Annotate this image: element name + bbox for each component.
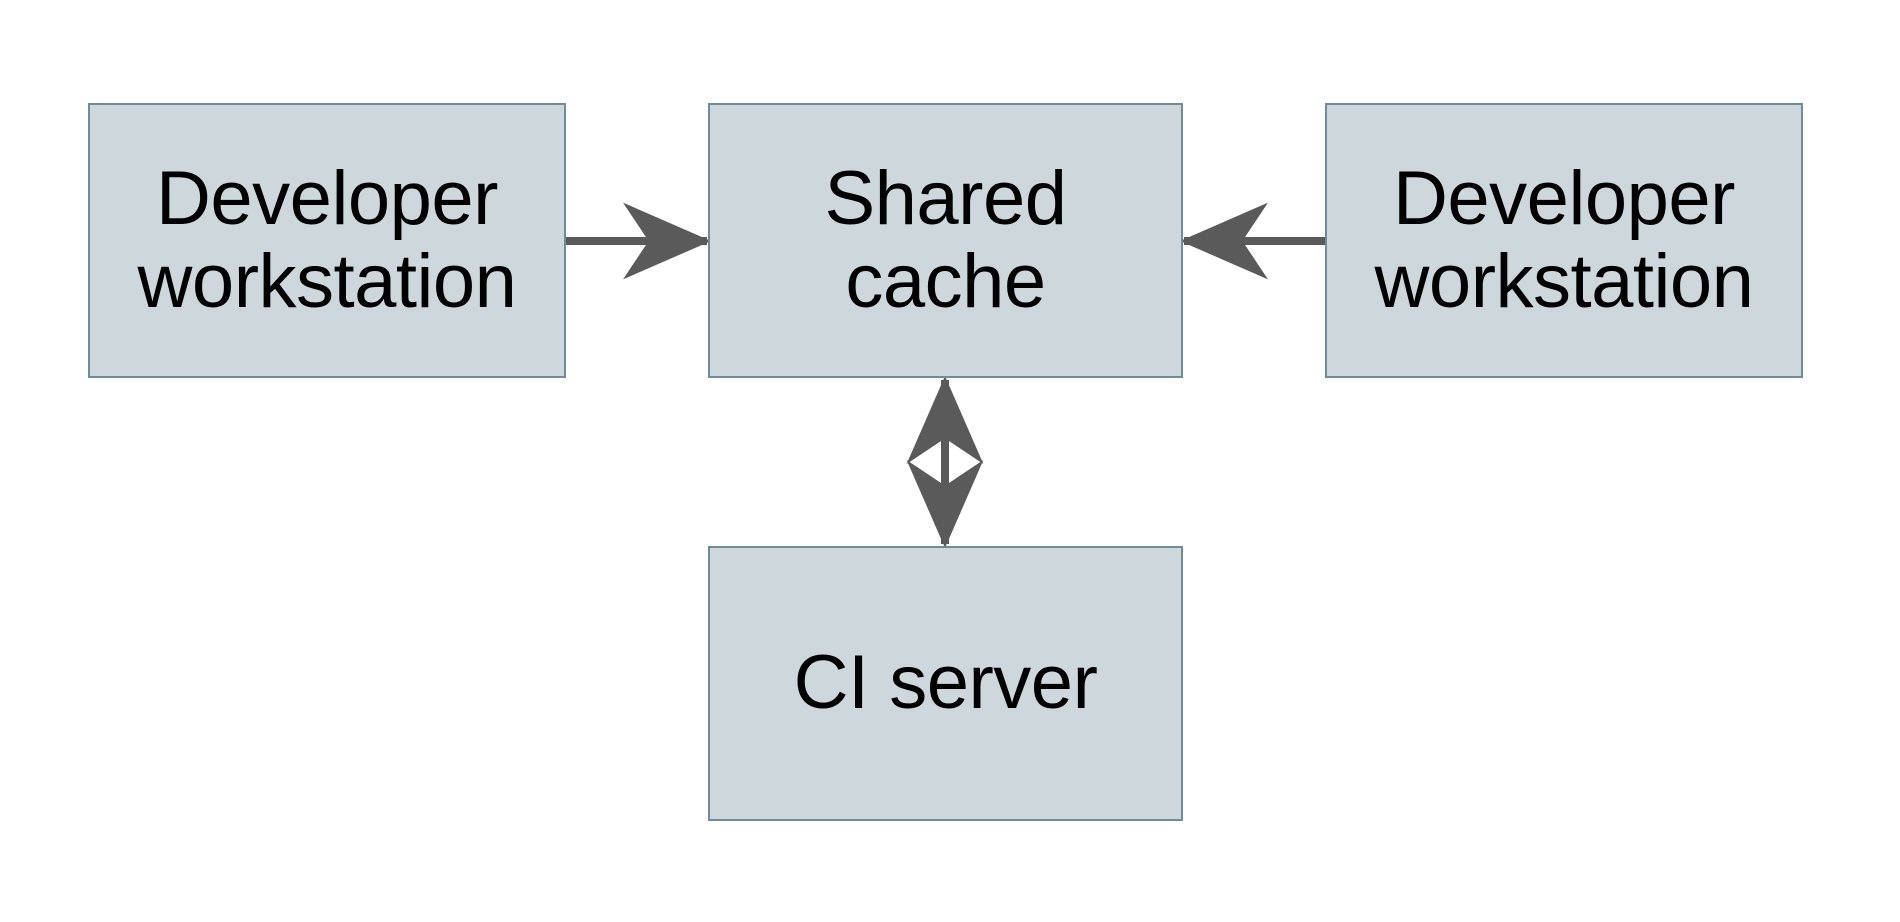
node-label: CI server [793, 640, 1098, 726]
node-ci-server[interactable]: CI server [708, 546, 1183, 821]
node-shared-cache[interactable]: Shared cache [708, 103, 1183, 378]
node-label: Developer workstation [1374, 156, 1754, 324]
node-label: Shared cache [824, 156, 1067, 324]
node-label: Developer workstation [137, 156, 517, 324]
node-developer-workstation-left[interactable]: Developer workstation [88, 103, 566, 378]
node-developer-workstation-right[interactable]: Developer workstation [1325, 103, 1803, 378]
